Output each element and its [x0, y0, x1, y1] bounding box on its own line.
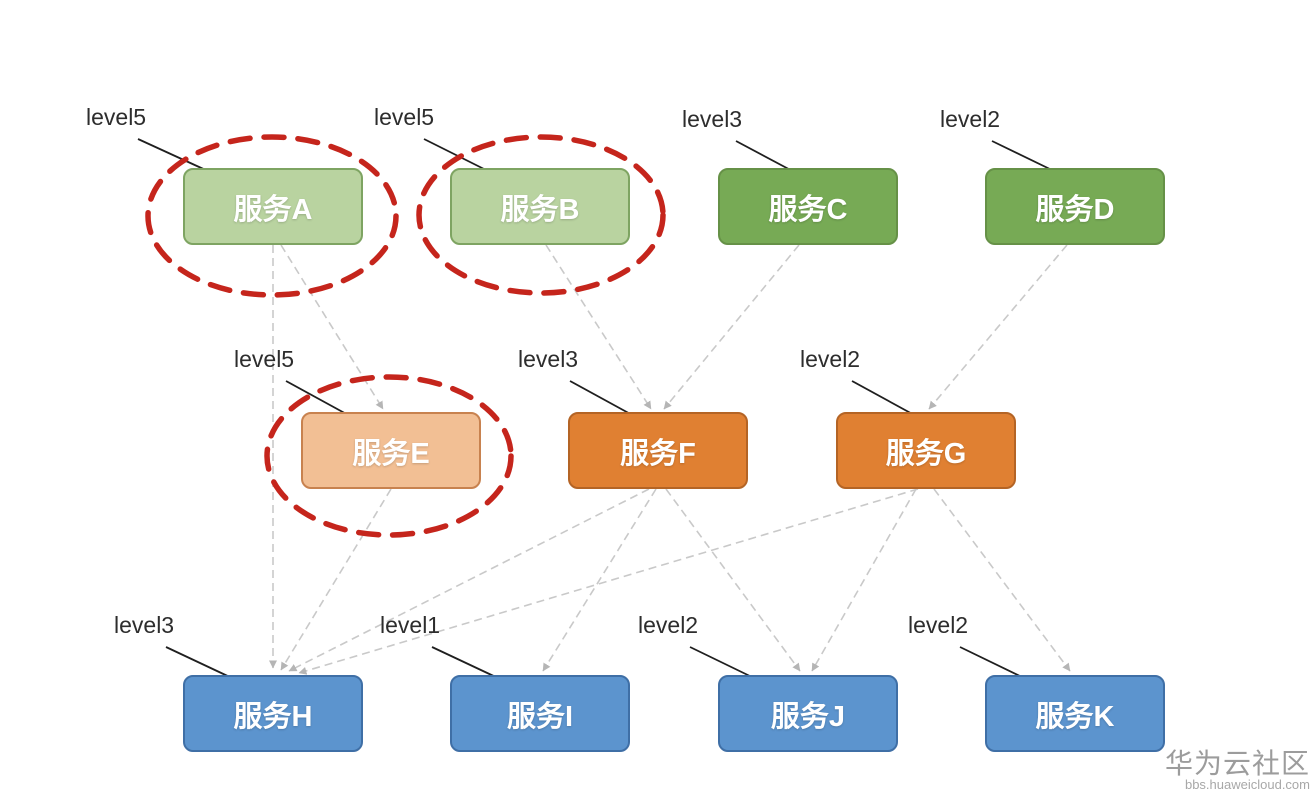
label-pointer-line-E — [285, 380, 351, 417]
watermark-title: 华为云社区 — [1164, 747, 1310, 779]
service-box-g: 服务G — [836, 412, 1016, 489]
service-box-label: 服务B — [500, 193, 580, 226]
label-pointer-line-J — [689, 646, 757, 680]
level-label-service-d: level2 — [940, 106, 1001, 132]
service-box-j: 服务J — [718, 675, 898, 752]
label-pointer-line-A — [137, 138, 211, 173]
label-pointer-line-D — [991, 140, 1057, 173]
watermark-url: bbs.huaweicloud.com — [1184, 777, 1310, 793]
service-box-label: 服务C — [768, 193, 848, 226]
service-box-i: 服务I — [450, 675, 630, 752]
level-label-service-k: level2 — [908, 612, 969, 638]
dependency-arrow-E-H — [280, 488, 392, 671]
service-box-label: 服务F — [620, 437, 696, 470]
dependency-arrow-F-I — [542, 488, 657, 672]
level-label-service-e: level5 — [234, 346, 295, 372]
dependency-arrow-C-F — [663, 244, 800, 410]
service-box-label: 服务E — [352, 437, 430, 470]
service-box-a: 服务A — [183, 168, 363, 245]
service-box-label: 服务K — [1035, 700, 1115, 733]
watermark: 华为云社区 bbs.huaweicloud.com — [1165, 749, 1310, 792]
level-label-service-h: level3 — [114, 612, 175, 638]
level-label-service-b: level5 — [374, 104, 435, 130]
dependency-arrow-F-H — [288, 488, 650, 672]
dependency-arrow-G-J — [811, 488, 917, 672]
service-box-b: 服务B — [450, 168, 630, 245]
service-box-label: 服务H — [233, 700, 313, 733]
level-label-service-f: level3 — [518, 346, 579, 372]
highlight-ellipse-E — [264, 374, 514, 538]
label-pointer-line-F — [569, 380, 635, 417]
service-box-f: 服务F — [568, 412, 748, 489]
label-pointer-line-H — [165, 646, 235, 680]
highlight-ellipse-A — [145, 134, 399, 298]
service-box-label: 服务A — [233, 193, 313, 226]
service-box-label: 服务D — [1035, 193, 1115, 226]
level-label-service-c: level3 — [682, 106, 743, 132]
service-box-d: 服务D — [985, 168, 1165, 245]
label-pointer-line-I — [431, 646, 501, 680]
dependency-arrow-G-H — [298, 488, 919, 675]
level-label-service-g: level2 — [800, 346, 861, 372]
highlight-ellipse-B — [416, 134, 666, 296]
service-box-label: 服务G — [885, 437, 967, 470]
highlight-ellipses-group — [145, 134, 666, 538]
service-box-label: 服务I — [506, 700, 574, 733]
service-box-c: 服务C — [718, 168, 898, 245]
label-pointer-line-K — [959, 646, 1027, 680]
dependency-arrow-D-G — [928, 244, 1068, 410]
dependency-arrow-G-K — [933, 488, 1071, 672]
service-box-k: 服务K — [985, 675, 1165, 752]
dependency-arrow-B-F — [545, 244, 652, 410]
service-box-h: 服务H — [183, 675, 363, 752]
dependency-arrows-group — [269, 244, 1071, 675]
level-label-service-i: level1 — [380, 612, 441, 638]
dependency-arrow-F-J — [665, 488, 801, 672]
label-pointer-line-G — [851, 380, 917, 417]
service-box-e: 服务E — [301, 412, 481, 489]
level-label-service-a: level5 — [86, 104, 147, 130]
service-box-label: 服务J — [770, 700, 846, 733]
dependency-arrow-A-E — [280, 244, 384, 410]
level-label-service-j: level2 — [638, 612, 699, 638]
